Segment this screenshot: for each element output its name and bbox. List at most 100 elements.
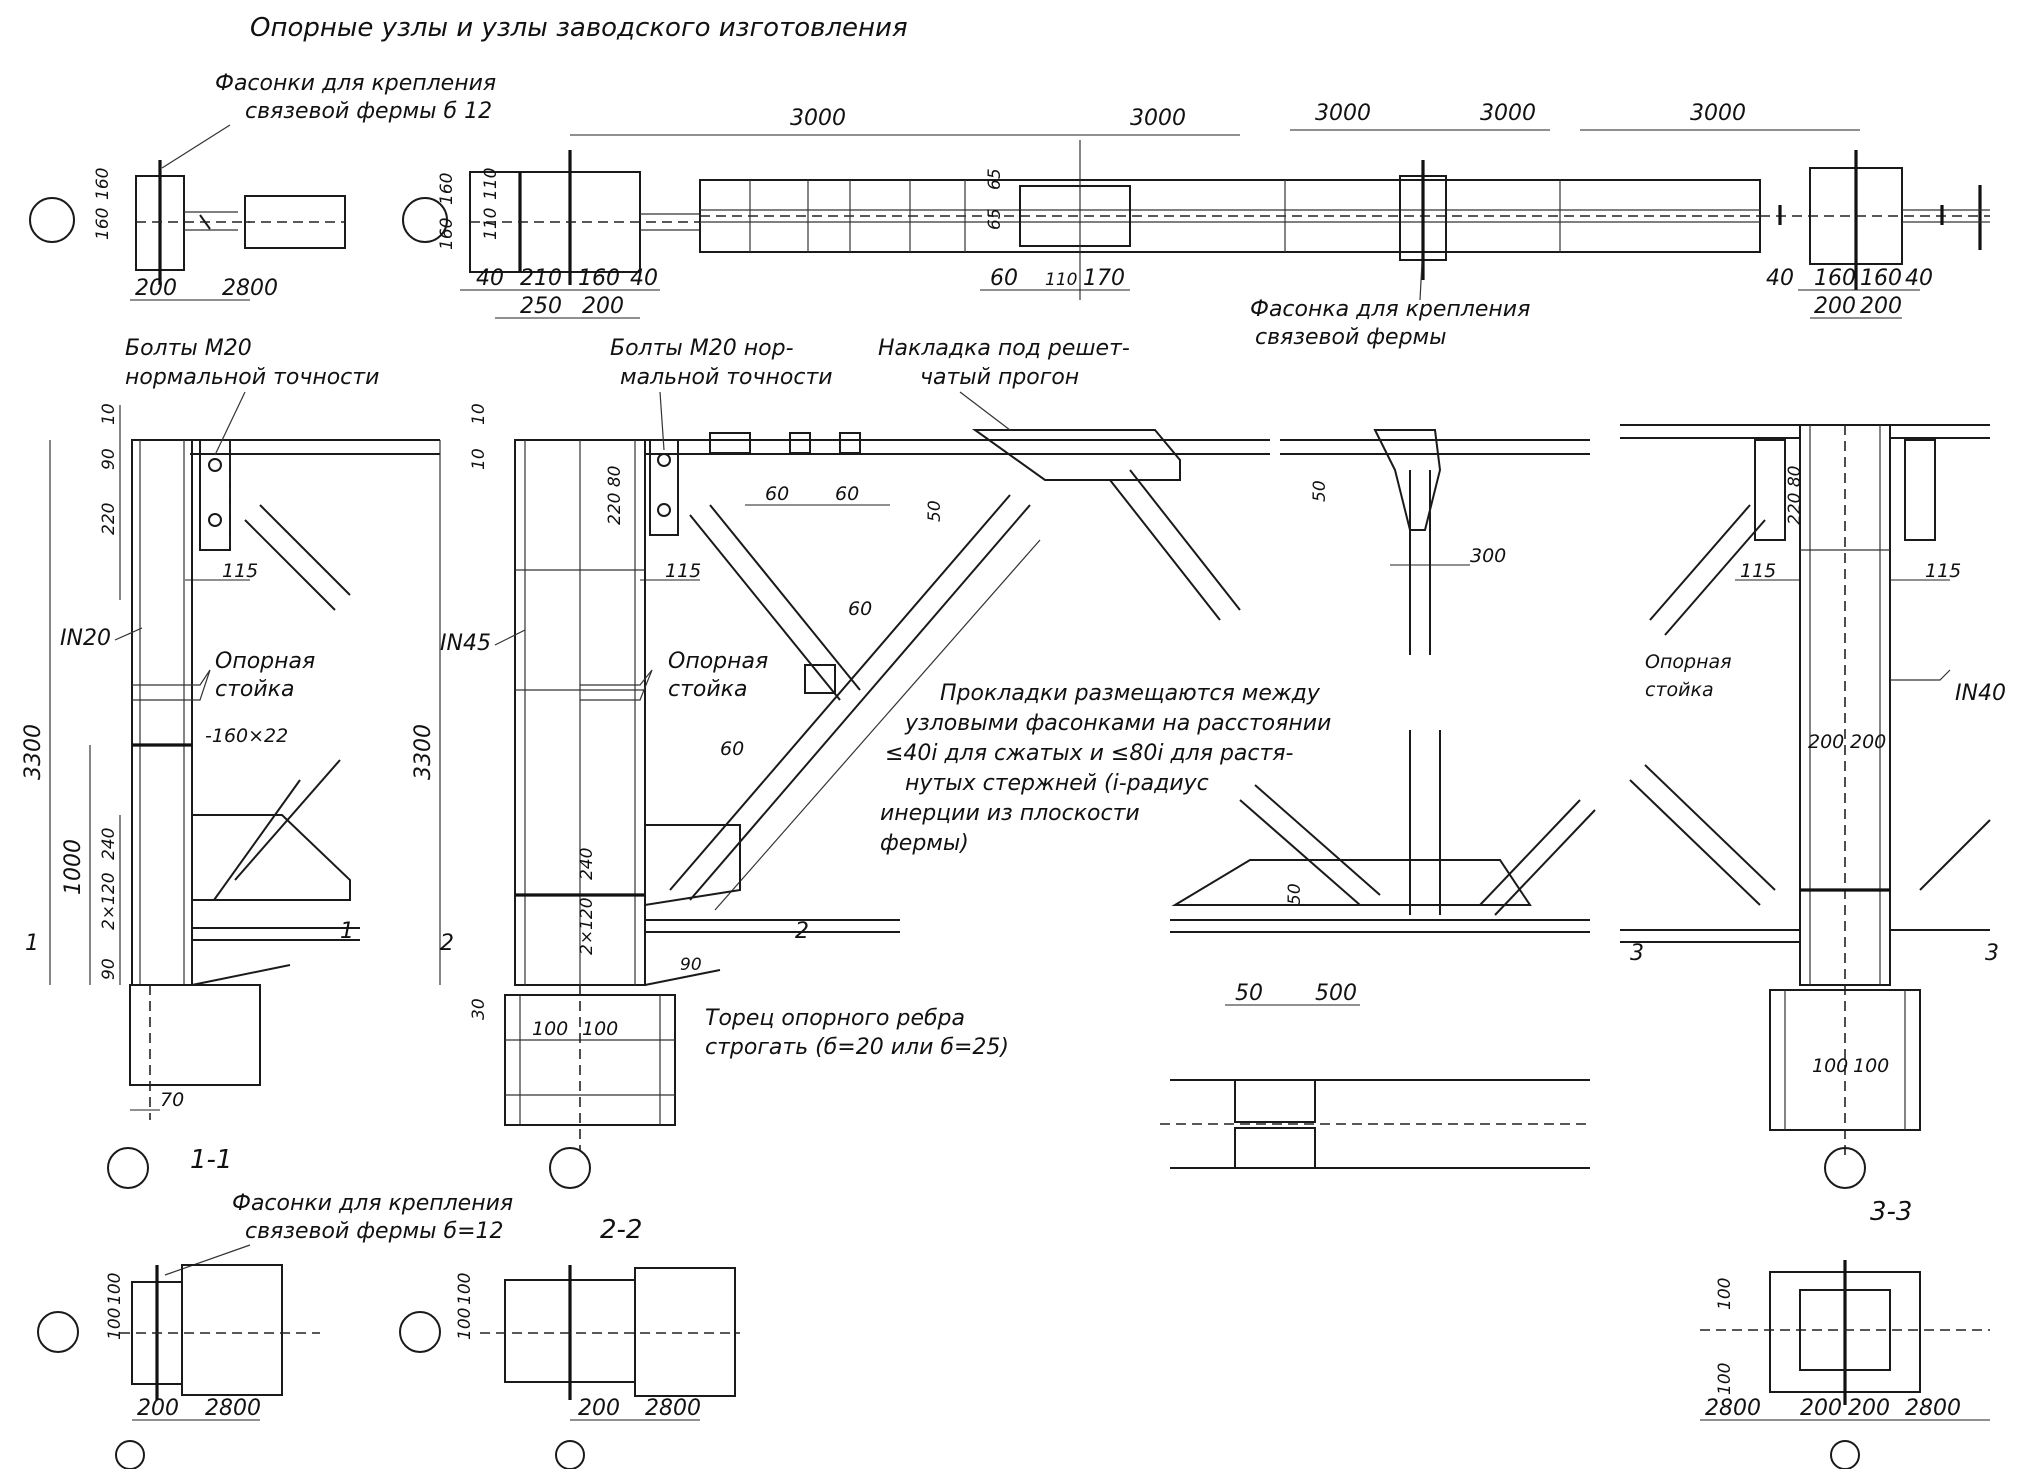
svg-text:115: 115: [1740, 560, 1776, 582]
node-center-right: Прокладки размещаются между узловыми фас…: [880, 429, 1596, 1169]
svg-text:3000: 3000: [1690, 101, 1746, 126]
svg-text:100: 100: [455, 1273, 475, 1305]
svg-text:2×120: 2×120: [577, 897, 597, 955]
svg-text:3: 3: [1630, 941, 1644, 966]
svg-text:100: 100: [105, 1308, 125, 1340]
axis-bubble: [399, 1311, 441, 1353]
svg-text:100: 100: [455, 1308, 475, 1340]
svg-text:200: 200: [1850, 731, 1886, 753]
svg-text:фермы): фермы): [880, 831, 969, 856]
svg-text:65: 65: [985, 208, 1005, 230]
svg-text:160: 160: [437, 218, 457, 250]
svg-text:IN20: IN20: [60, 626, 111, 651]
svg-text:связевой фермы: связевой фермы: [1255, 325, 1447, 350]
svg-text:220: 220: [99, 503, 119, 535]
svg-text:40: 40: [476, 266, 504, 291]
svg-text:100: 100: [582, 1018, 618, 1040]
svg-text:2: 2: [440, 931, 454, 956]
svg-text:3: 3: [1985, 941, 1999, 966]
svg-text:200: 200: [1848, 1396, 1890, 1421]
svg-text:100: 100: [105, 1273, 125, 1305]
svg-text:IN45: IN45: [440, 631, 491, 656]
svg-text:40: 40: [1766, 266, 1794, 291]
svg-text:200: 200: [1814, 294, 1856, 319]
svg-text:220 80: 220 80: [605, 466, 625, 525]
svg-text:200: 200: [135, 276, 177, 301]
svg-text:200: 200: [582, 294, 624, 319]
svg-text:40: 40: [630, 266, 658, 291]
elevation-section-2-2: 3300 10 10 220 80 240 2×120 115 30 100 1…: [411, 336, 1270, 1189]
svg-text:Торец опорного ребра: Торец опорного ребра: [705, 1006, 965, 1031]
svg-text:1: 1: [25, 931, 39, 956]
svg-text:90: 90: [99, 448, 119, 470]
svg-text:чатый прогон: чатый прогон: [920, 365, 1079, 390]
svg-text:3300: 3300: [411, 724, 436, 780]
svg-text:связевой фермы б=12: связевой фермы б=12: [245, 1219, 504, 1244]
svg-text:200: 200: [1800, 1396, 1842, 1421]
bottom-plan-mid: 2-2 100 100 200 2800: [399, 1215, 740, 1470]
svg-text:65: 65: [985, 168, 1005, 190]
svg-text:40: 40: [1905, 266, 1933, 291]
svg-text:70: 70: [160, 1089, 184, 1111]
svg-text:2800: 2800: [222, 276, 278, 301]
svg-text:Фасонки для крепления: Фасонки для крепления: [215, 71, 496, 96]
svg-text:110: 110: [481, 208, 501, 240]
svg-text:стойка: стойка: [1645, 679, 1714, 701]
svg-text:Опорная: Опорная: [215, 649, 315, 674]
svg-text:100: 100: [1853, 1055, 1889, 1077]
svg-text:инерции из плоскости: инерции из плоскости: [880, 801, 1140, 826]
svg-text:240: 240: [99, 828, 119, 860]
svg-text:3-3: 3-3: [1870, 1197, 1912, 1227]
svg-text:50: 50: [1235, 981, 1263, 1006]
elevation-section-1-1: 3300 1000 10 90 220 240 2×120 90 115 70 …: [21, 336, 440, 1189]
svg-text:50: 50: [1310, 480, 1330, 502]
svg-text:узловыми фасонками на расстоян: узловыми фасонками на расстоянии: [904, 711, 1331, 736]
svg-text:2×120: 2×120: [99, 872, 119, 930]
svg-text:-160×22: -160×22: [205, 725, 288, 747]
elevation-section-3-3: 220 80 115 115 200 200 100 100 IN40 Опор…: [1620, 424, 2006, 1227]
svg-text:220 80: 220 80: [1785, 466, 1805, 525]
svg-text:160: 160: [1814, 266, 1856, 291]
svg-text:60: 60: [765, 483, 789, 505]
svg-text:нормальной точности: нормальной точности: [125, 365, 379, 390]
svg-text:115: 115: [1925, 560, 1961, 582]
svg-text:110: 110: [1045, 270, 1077, 290]
svg-text:250: 250: [520, 294, 562, 319]
svg-text:160: 160: [578, 266, 620, 291]
svg-text:Прокладки размещаются между: Прокладки размещаются между: [940, 681, 1321, 706]
svg-text:≤40i для сжатых и ≤80i для рас: ≤40i для сжатых и ≤80i для растя-: [885, 741, 1294, 766]
svg-text:нутых стержней (i-радиус: нутых стержней (i-радиус: [905, 771, 1209, 796]
svg-text:2800: 2800: [1905, 1396, 1961, 1421]
svg-text:мальной точности: мальной точности: [620, 365, 833, 390]
axis-bubble: [107, 1147, 149, 1189]
svg-text:160: 160: [437, 173, 457, 205]
axis-bubble: [1824, 1147, 1866, 1189]
svg-text:60: 60: [990, 266, 1018, 291]
svg-text:115: 115: [222, 560, 258, 582]
svg-text:10: 10: [469, 403, 489, 425]
svg-text:110: 110: [481, 168, 501, 200]
svg-text:2800: 2800: [1705, 1396, 1761, 1421]
svg-text:115: 115: [665, 560, 701, 582]
axis-bubble: [37, 1311, 79, 1353]
svg-text:500: 500: [1315, 981, 1357, 1006]
top-plan-left: 160 160 200 2800 Фасонки для крепления с…: [29, 71, 496, 301]
svg-text:связевой фермы б 12: связевой фермы б 12: [245, 99, 492, 124]
svg-text:50: 50: [1285, 883, 1305, 905]
svg-text:160: 160: [1860, 266, 1902, 291]
axis-bubble: [115, 1440, 145, 1470]
svg-text:160: 160: [93, 168, 113, 200]
svg-text:100: 100: [1715, 1278, 1735, 1310]
axis-bubble: [29, 197, 75, 243]
svg-text:стойка: стойка: [215, 677, 294, 702]
svg-text:210: 210: [520, 266, 562, 291]
bottom-plan-left: Фасонки для крепления связевой фермы б=1…: [37, 1191, 513, 1470]
svg-text:60: 60: [720, 738, 744, 760]
svg-text:2: 2: [795, 919, 809, 944]
svg-text:Накладка под решет-: Накладка под решет-: [878, 336, 1130, 361]
svg-text:100: 100: [1715, 1363, 1735, 1395]
svg-text:200: 200: [1808, 731, 1844, 753]
svg-text:IN40: IN40: [1955, 681, 2006, 706]
svg-text:160: 160: [93, 208, 113, 240]
